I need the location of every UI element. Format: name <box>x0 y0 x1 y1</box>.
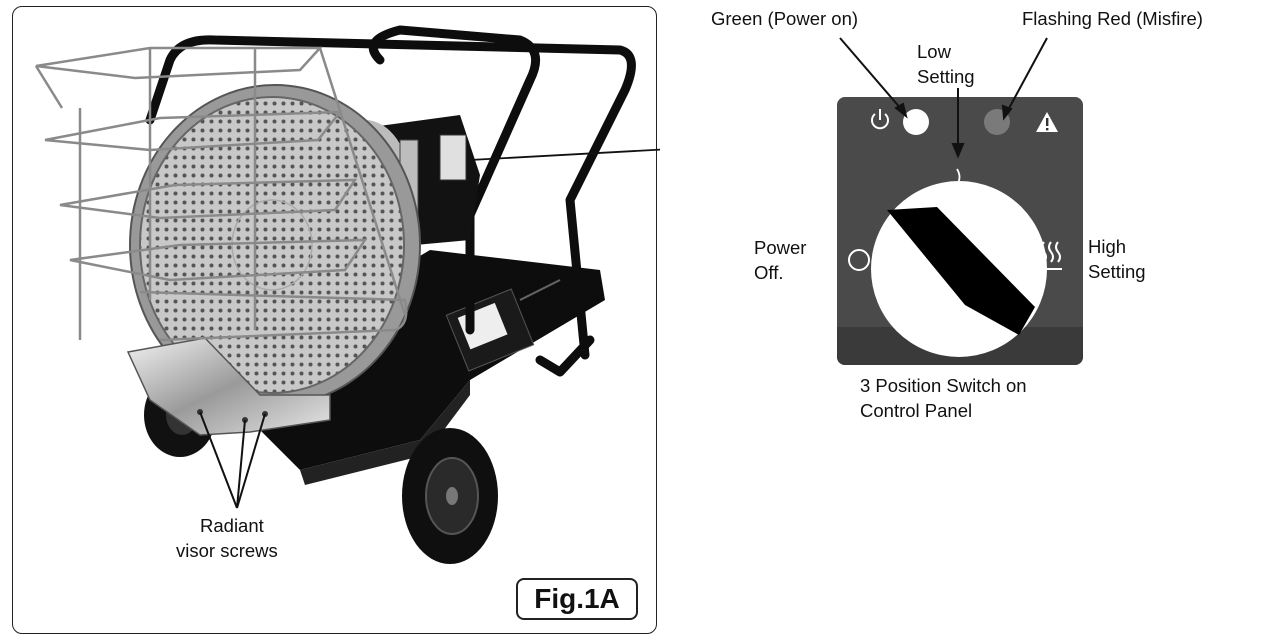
selector-dial[interactable] <box>871 181 1047 357</box>
low-setting-label-line2: Setting <box>917 66 975 87</box>
high-setting-label-line2: Setting <box>1088 261 1146 282</box>
wire-guard <box>34 46 408 342</box>
reflector-dish <box>129 84 421 406</box>
visor-screw-arrows <box>199 411 266 509</box>
deflector-shield <box>126 337 331 436</box>
control-panel-graphic <box>837 97 1083 365</box>
figure-label: Fig.1A <box>516 578 638 620</box>
panel-connector-line <box>469 148 660 161</box>
figure-frame <box>12 6 657 634</box>
high-setting-label-line1: High <box>1088 236 1127 257</box>
switch-caption-line1: 3 Position Switch on <box>860 375 1027 396</box>
green-indicator-light <box>903 109 929 135</box>
warning-icon <box>1036 112 1058 132</box>
front-wheel <box>402 428 498 564</box>
flashing-red-label: Flashing Red (Misfire) <box>1022 8 1203 29</box>
power-off-label-line2: Off. <box>754 262 784 283</box>
control-panel <box>837 97 1083 365</box>
visor-screws-label-line2: visor screws <box>176 540 278 561</box>
visor-screws-label-line1: Radiant <box>200 515 264 536</box>
heater-illustration <box>34 25 660 564</box>
switch-caption-line2: Control Panel <box>860 400 973 421</box>
handle-frame <box>145 25 636 377</box>
power-off-label-line1: Power <box>754 237 807 258</box>
green-power-on-label: Green (Power on) <box>711 8 859 29</box>
power-icon <box>871 109 889 130</box>
red-indicator-light <box>984 109 1010 135</box>
low-setting-label-line1: Low <box>917 41 951 62</box>
off-circle-icon <box>848 249 870 271</box>
